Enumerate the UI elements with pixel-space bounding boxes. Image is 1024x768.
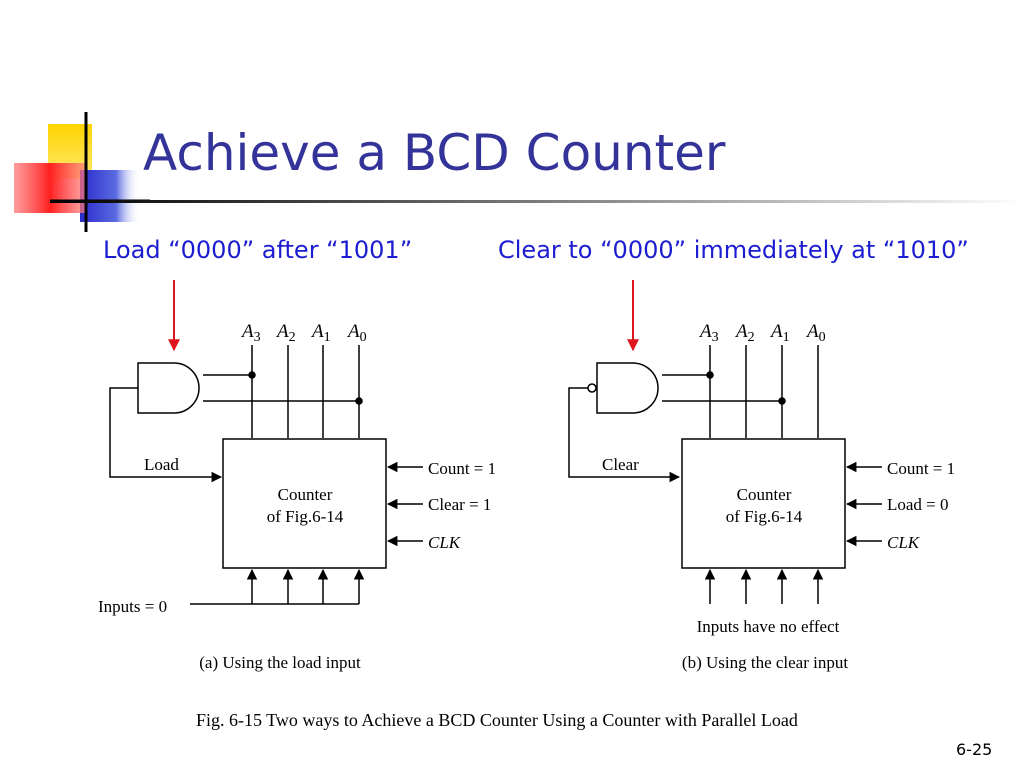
slide-title: Achieve a BCD Counter	[143, 124, 726, 182]
counter-text-line1: Counter	[278, 485, 333, 504]
clk-input-label: CLK	[428, 533, 462, 552]
clear-feedback-wire	[568, 387, 681, 483]
sub-caption-b: (b) Using the clear input	[682, 653, 848, 672]
output-label-a2: A2	[275, 321, 296, 345]
nand-gate	[596, 362, 659, 414]
left-heading: Load “0000” after “1001”	[103, 236, 413, 264]
load-feedback-wire	[109, 387, 223, 483]
diagram-load-input: A3 A2 A1 A0	[109, 321, 423, 605]
output-label-a0: A0	[805, 321, 826, 345]
output-label-a3: A3	[240, 321, 261, 345]
output-label-a1: A1	[310, 321, 331, 345]
output-label-a2: A2	[734, 321, 755, 345]
logo-blue-square	[80, 170, 140, 222]
load-input-label: Load = 0	[887, 495, 949, 514]
counter-box	[681, 438, 846, 569]
load-label: Load	[144, 455, 179, 474]
nand-bubble	[587, 383, 597, 393]
clear-input-label: Clear = 1	[428, 495, 491, 514]
data-inputs-label: Inputs = 0	[98, 597, 167, 616]
counter-box	[222, 438, 387, 569]
and-gate	[137, 362, 200, 414]
junction-a3	[706, 371, 714, 379]
sub-caption-a: (a) Using the load input	[199, 653, 361, 672]
figure-caption: Fig. 6-15 Two ways to Achieve a BCD Coun…	[196, 710, 798, 730]
count-input-label: Count = 1	[887, 459, 955, 478]
counter-text-line2: of Fig.6-14	[726, 507, 803, 526]
output-label-a1: A1	[769, 321, 790, 345]
counter-text-line1: Counter	[737, 485, 792, 504]
data-inputs-label: Inputs have no effect	[697, 617, 840, 636]
right-heading: Clear to “0000” immediately at “1010”	[498, 236, 969, 264]
junction-a1	[778, 397, 786, 405]
count-input-label: Count = 1	[428, 459, 496, 478]
junction-a0	[355, 397, 363, 405]
clear-label: Clear	[602, 455, 639, 474]
clk-input-label: CLK	[887, 533, 921, 552]
junction-a3	[248, 371, 256, 379]
counter-text-line2: of Fig.6-14	[267, 507, 344, 526]
output-label-a0: A0	[346, 321, 367, 345]
page-number: 6-25	[956, 740, 993, 759]
output-label-a3: A3	[698, 321, 719, 345]
logo-red-square	[14, 163, 86, 213]
title-underline	[50, 200, 1024, 203]
